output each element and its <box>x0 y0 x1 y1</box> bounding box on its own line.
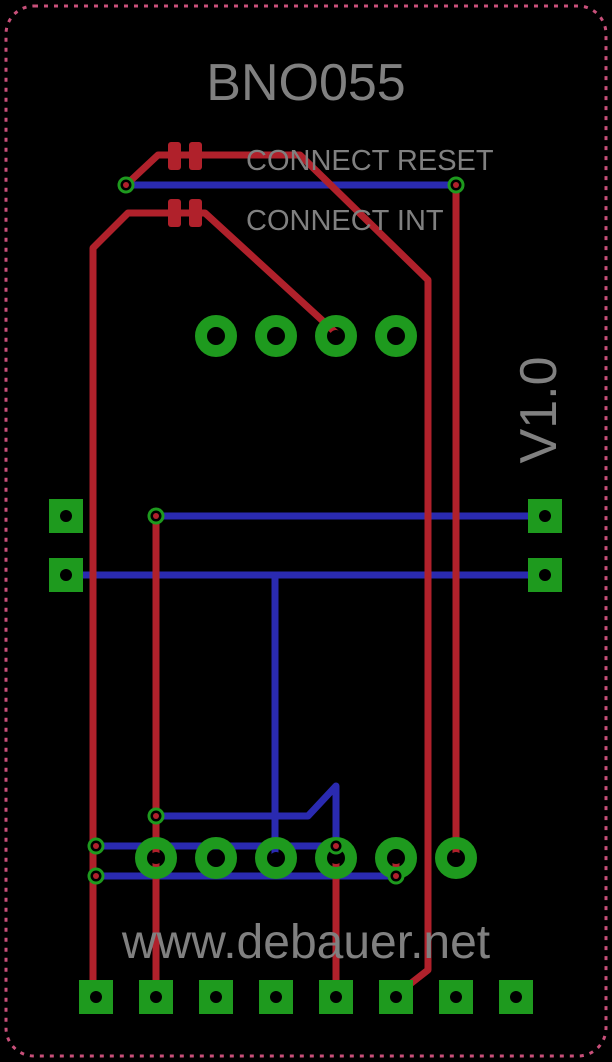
trace-reset <box>122 151 432 999</box>
bottom-header-pads <box>79 980 533 1014</box>
note-connect-int: CONNECT INT <box>246 205 444 237</box>
board-outline <box>4 4 608 1058</box>
middle-header-pads <box>135 837 477 879</box>
pad-octagon <box>195 315 237 357</box>
solder-jumper-int <box>168 199 202 227</box>
pad-octagon <box>375 315 417 357</box>
board-title: BNO055 <box>206 54 405 112</box>
sensor-header-pads <box>195 315 417 357</box>
bottom-traces <box>62 181 549 880</box>
pad-octagon <box>435 837 477 879</box>
note-connect-reset: CONNECT RESET <box>246 145 494 177</box>
pad-octagon <box>195 837 237 879</box>
version-label: V1.0 <box>510 357 568 464</box>
pad-octagon <box>255 315 297 357</box>
website-label: www.debauer.net <box>121 916 490 969</box>
via-centers <box>93 182 459 879</box>
pad-octagon <box>315 315 357 357</box>
solder-jumper-reset <box>168 142 202 170</box>
pad-octagon <box>135 837 177 879</box>
trace-sda <box>152 782 340 862</box>
trace-int <box>89 209 340 1004</box>
drill-holes <box>60 330 551 1003</box>
pad-octagon <box>255 837 297 879</box>
